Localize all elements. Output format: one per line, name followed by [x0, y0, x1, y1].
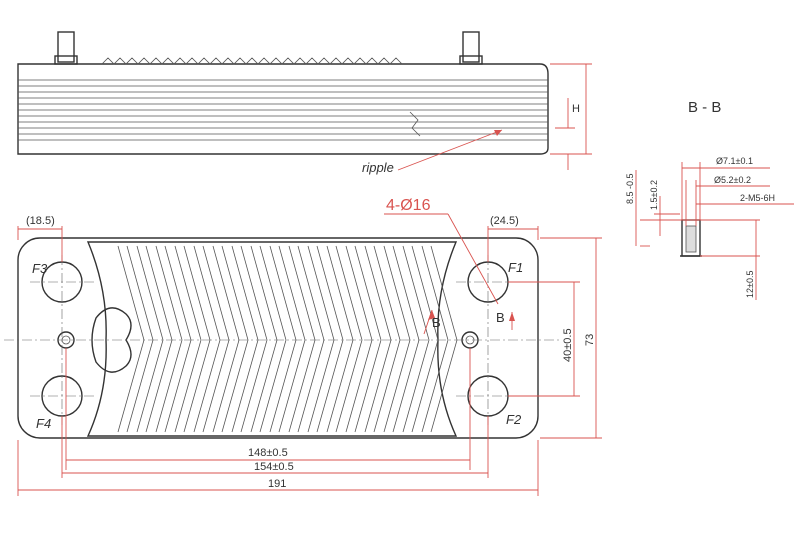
label-F4: F4 — [36, 416, 51, 431]
dim-collar-height: 1.5±0.2 — [649, 180, 659, 210]
chevron-field-outline — [86, 241, 458, 437]
ripple-leader — [397, 129, 503, 171]
chevron-pattern — [117, 245, 458, 433]
chevron-rib — [269, 245, 306, 433]
right-stud — [462, 31, 480, 63]
chevron-rib — [421, 245, 458, 433]
side-plate-lines — [18, 79, 548, 141]
chevron-rib — [193, 245, 230, 433]
plate-outline — [17, 237, 539, 439]
ripple-label: ripple — [362, 160, 394, 175]
chevron-rib — [174, 245, 211, 433]
dim-right-offset: (24.5) — [490, 215, 519, 227]
section-B-B: B - B Ø7.1±0.1 Ø5.2±0.2 2-M5-6H 8.5 -0.5… — [625, 99, 794, 300]
dim-port-pitch-v: 40±0.5 — [562, 328, 574, 362]
chevron-rib — [345, 245, 382, 433]
chevron-rib — [231, 245, 268, 433]
dim-plate-height: 73 — [584, 334, 596, 346]
H-label: H — [572, 103, 580, 115]
section-marker-B-right: B — [496, 310, 505, 325]
side-ripple-top — [101, 57, 403, 65]
dim-stud-inner: Ø5.2±0.2 — [714, 175, 751, 185]
dim-port-pitch-h: 148±0.5 — [248, 447, 288, 459]
chevron-rib — [402, 245, 439, 433]
chevron-rib — [307, 245, 344, 433]
chevron-rib — [136, 245, 173, 433]
chevron-rib — [155, 245, 192, 433]
label-F2: F2 — [506, 412, 522, 427]
front-dimensions: (18.5) (24.5) 73 40±0.5 148±0.5 154±0.5 … — [17, 215, 602, 496]
section-title: B - B — [688, 99, 721, 116]
side-break-line — [409, 111, 421, 137]
chevron-rib — [326, 245, 363, 433]
chevron-rib — [212, 245, 249, 433]
dim-stud-height: 12±0.5 — [745, 271, 755, 298]
dim-left-offset: (18.5) — [26, 215, 55, 227]
dim-stud-outer: Ø7.1±0.1 — [716, 156, 753, 166]
dim-stud-depth: 8.5 -0.5 — [625, 173, 635, 204]
dim-thread: 2-M5-6H — [740, 193, 775, 203]
dim-overall-length: 191 — [268, 478, 286, 490]
chevron-rib — [288, 245, 325, 433]
front-view: F3 F4 F1 F2 B B 4-Ø16 — [4, 197, 560, 439]
side-view: ripple H — [17, 31, 592, 175]
left-distributor — [91, 307, 132, 373]
chevron-rib — [364, 245, 401, 433]
chevron-rib — [117, 245, 154, 433]
label-F3: F3 — [32, 261, 48, 276]
section-marker-B-left: B — [432, 315, 441, 330]
chevron-rib — [250, 245, 287, 433]
label-F1: F1 — [508, 260, 523, 275]
port-diameter-label: 4-Ø16 — [386, 197, 431, 214]
left-stud — [57, 31, 75, 63]
chevron-rib — [383, 245, 420, 433]
side-body — [17, 63, 549, 155]
dim-stud-pitch: 154±0.5 — [254, 461, 294, 473]
